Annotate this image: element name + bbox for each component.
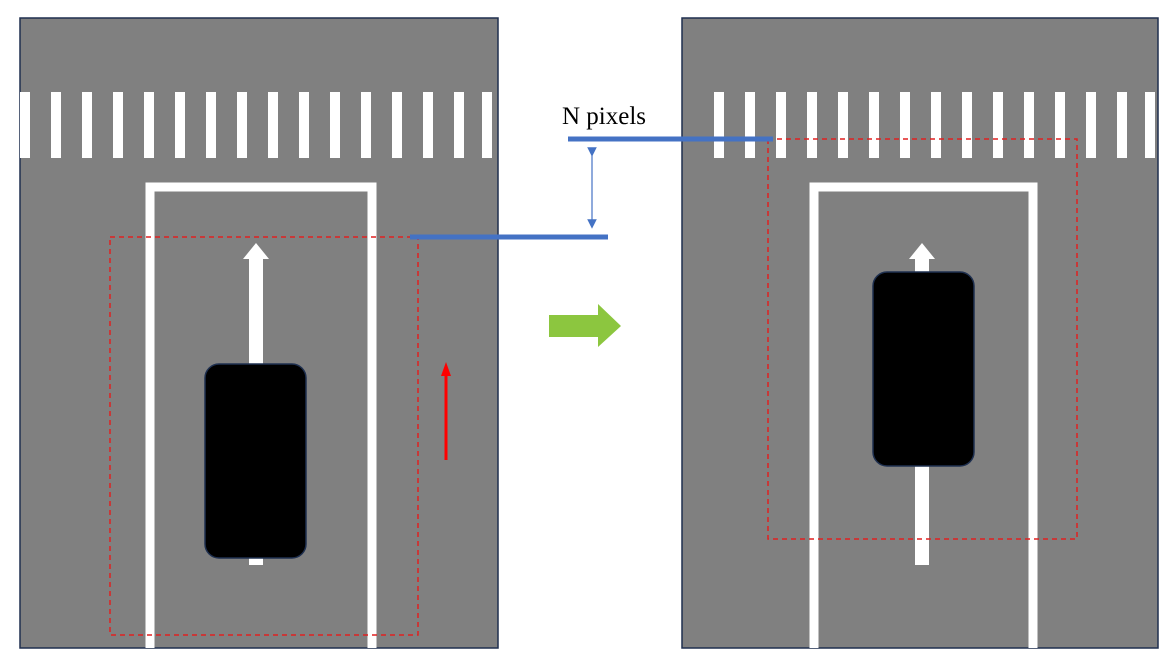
lane-lines-right: [809, 182, 1038, 648]
offset-label: N pixels: [562, 103, 646, 130]
offset-annotation: N pixels: [410, 103, 773, 240]
crosswalk-left: [20, 92, 492, 158]
lane-lines-left: [145, 182, 377, 648]
right-panel: [681, 17, 1159, 649]
vehicle-right: [872, 271, 975, 467]
motion-arrow: [441, 362, 451, 460]
left-panel: [19, 17, 499, 649]
crop-box-right: [767, 138, 1078, 540]
right-arrow-icon: [549, 304, 621, 347]
crop-box-left: [109, 236, 419, 636]
crosswalk-right: [714, 92, 1155, 158]
vehicle-left: [204, 363, 307, 559]
